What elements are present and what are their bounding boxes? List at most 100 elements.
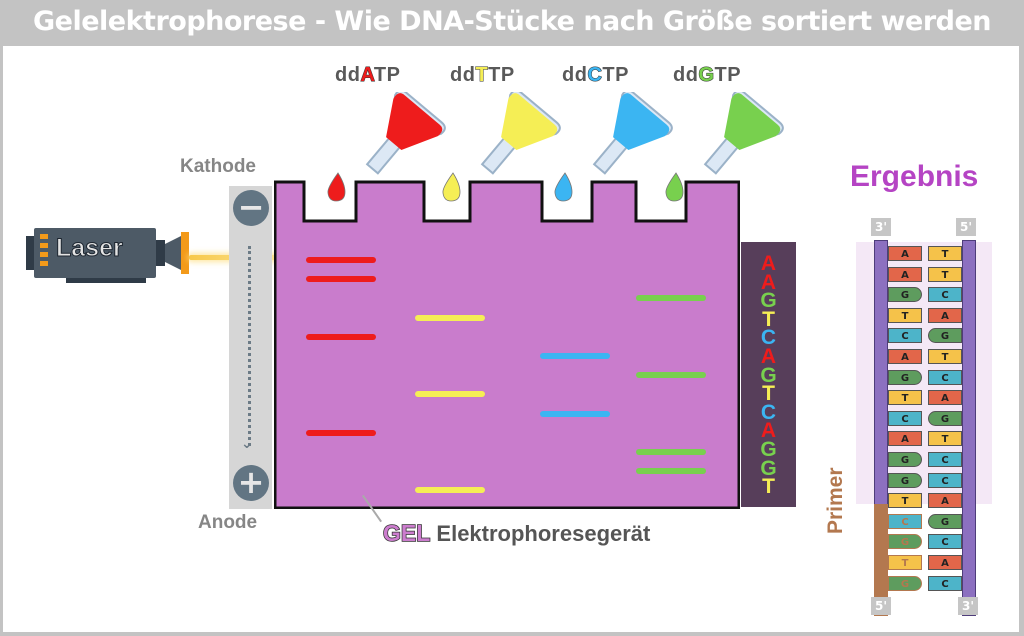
reagent-label-part: TP	[602, 64, 629, 86]
reagent-flask-icon	[592, 92, 673, 175]
base-left: G	[888, 472, 922, 488]
gel-slab	[274, 180, 740, 509]
sequence-letter: G	[760, 456, 777, 480]
base-left: T	[888, 307, 922, 323]
reagent-flask-icon	[703, 92, 784, 175]
gel-band-T	[415, 314, 485, 321]
gel-word: GEL	[382, 519, 431, 547]
reagent-flask-icon	[365, 92, 446, 175]
page-title: Gelelektrophorese - Wie DNA-Stücke nach …	[32, 6, 992, 37]
device-name: Elektrophoresegerät	[436, 521, 651, 546]
base-left: G	[888, 369, 922, 385]
base-right: G	[928, 410, 962, 426]
gel-band-C	[540, 353, 610, 359]
base-right: C	[928, 452, 962, 467]
reagent-label-part: dd	[450, 64, 476, 86]
device-label: GEL Elektrophoresegerät	[382, 519, 651, 547]
base-right: A	[928, 390, 962, 406]
reagent-drop-icon	[327, 172, 346, 202]
gel-band-G	[636, 372, 706, 379]
reagent-label-part: C	[587, 64, 603, 87]
reagent-flask-icon	[480, 92, 561, 175]
sequence-letter: G	[760, 289, 777, 313]
base-left: G	[888, 534, 922, 550]
base-right: A	[928, 493, 962, 509]
base-left: A	[888, 246, 922, 261]
reagent-label-part: TP	[488, 64, 515, 86]
arrow-head-icon: ⌄	[241, 436, 253, 452]
gel-band-G	[636, 449, 706, 455]
base-right: T	[928, 349, 962, 364]
base-right: G	[928, 513, 962, 529]
sequence-letter: A	[760, 270, 777, 294]
base-left: T	[888, 493, 922, 509]
reagent-label-part: TP	[714, 64, 742, 86]
reagent-label-part: G	[698, 64, 715, 87]
reagent-label: ddGTP	[673, 64, 741, 87]
result-title: Ergebnis	[850, 160, 979, 193]
base-right: C	[928, 534, 962, 550]
base-left: A	[888, 431, 922, 447]
reagent-label: ddATP	[335, 64, 400, 87]
end-label-bottom-right: 3'	[958, 597, 978, 615]
migration-arrow	[248, 246, 255, 446]
end-label-top-right: 5'	[956, 218, 976, 236]
anode-plus-icon: +	[233, 465, 269, 501]
reagent-label: ddTTP	[450, 64, 515, 87]
end-label-top-left: 3'	[871, 218, 891, 236]
sequence-letter: G	[760, 438, 777, 461]
sequence-letter: A	[760, 252, 777, 275]
sequence-letter: A	[760, 345, 777, 368]
base-left: A	[888, 266, 922, 282]
laser-device: Laser	[26, 224, 191, 284]
base-left: A	[888, 349, 922, 364]
base-left: G	[888, 452, 922, 467]
end-label-bottom-left: 5'	[871, 597, 891, 615]
base-right: A	[928, 555, 962, 570]
reagent-label-part: A	[360, 64, 374, 87]
sequence-letter: C	[760, 326, 777, 350]
base-left: T	[888, 555, 922, 570]
reagent-label-part: dd	[335, 64, 361, 86]
base-right: A	[928, 307, 962, 323]
sequence-letter: T	[762, 382, 775, 406]
gel-band-A	[306, 276, 376, 283]
gel-band-T	[415, 391, 485, 398]
reagent-drop-icon	[554, 172, 573, 202]
base-right: T	[928, 431, 962, 447]
cathode-label: Kathode	[180, 156, 256, 177]
gel-band-A	[306, 429, 376, 436]
gel-band-A	[306, 333, 376, 340]
sequence-letter: T	[762, 475, 775, 499]
gel-band-T	[415, 487, 485, 494]
primer-label: Primer	[824, 467, 847, 534]
laser-icon	[26, 228, 189, 283]
base-left: G	[888, 575, 922, 591]
reagent-label-part: dd	[562, 64, 588, 86]
gel-band-G	[636, 295, 706, 302]
laser-label: Laser	[56, 234, 124, 263]
gel-band-A	[306, 257, 376, 263]
primer-strand	[874, 504, 888, 616]
base-left: C	[888, 328, 922, 344]
reagent-drop-icon	[442, 172, 461, 202]
base-right: C	[928, 575, 962, 591]
reagent-label-part: T	[475, 64, 489, 87]
base-left: C	[888, 513, 922, 529]
reagent-label: ddCTP	[562, 64, 629, 87]
base-right: T	[928, 246, 962, 261]
base-left: G	[888, 287, 922, 303]
sequence-letter: A	[760, 419, 777, 443]
base-right: C	[928, 472, 962, 488]
reagent-drop-icon	[665, 172, 684, 202]
base-right: C	[928, 369, 962, 385]
strand-right	[962, 240, 976, 616]
reagent-label-part: dd	[673, 64, 699, 86]
base-right: T	[928, 266, 962, 282]
base-left: C	[888, 410, 922, 426]
sequence-letter: G	[760, 363, 777, 387]
gel-band-C	[540, 410, 610, 417]
base-right: G	[928, 328, 962, 344]
base-left: T	[888, 390, 922, 406]
